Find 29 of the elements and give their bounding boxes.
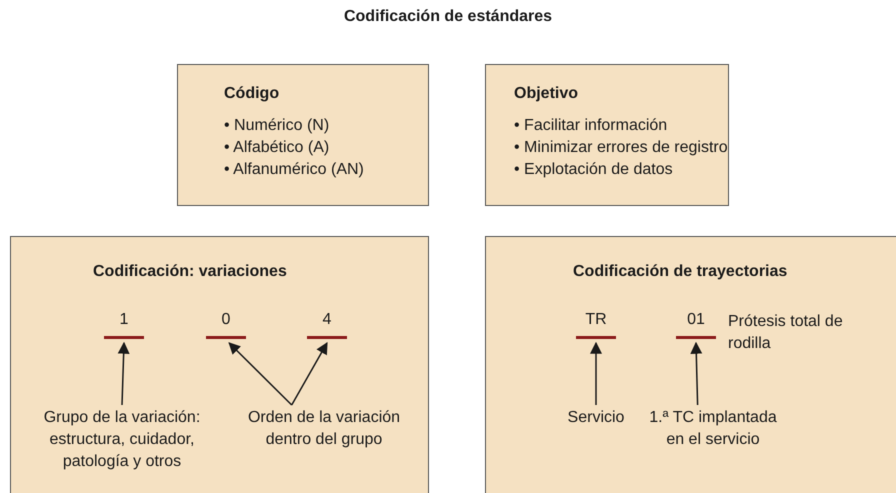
arrow [690, 342, 702, 406]
bullet-item: • Alfanumérico (AN) [224, 161, 364, 179]
box-heading: Código [224, 85, 280, 103]
code-segment: 4 [307, 311, 347, 339]
info-box [485, 236, 896, 493]
bullet-item: • Alfabético (A) [224, 139, 330, 157]
node-caption: Prótesis total de rodilla [728, 312, 844, 354]
arrow [118, 342, 130, 406]
arrow [590, 342, 602, 405]
box-heading: Codificación: variaciones [93, 263, 287, 281]
annotation-text: 1.ª TC implantada en el servicio [643, 407, 783, 451]
code-segment: TR [576, 311, 616, 339]
code-segment: 01 [676, 311, 716, 339]
annotation-text: Orden de la variación dentro del grupo [229, 407, 419, 451]
info-box [10, 236, 429, 493]
info-box [177, 64, 429, 206]
box-heading: Codificación de trayectorias [573, 263, 788, 281]
bullet-item: • Numérico (N) [224, 117, 330, 135]
box-heading: Objetivo [514, 85, 578, 103]
info-box [485, 64, 729, 206]
code-segment: 0 [206, 311, 246, 339]
bullet-item: • Explotación de datos [514, 161, 673, 179]
annotation-text: Grupo de la variación: estructura, cuidador, patología y otros [27, 407, 217, 473]
code-segment: 1 [104, 311, 144, 339]
bullet-item: • Facilitar información [514, 117, 668, 135]
arrow [291, 342, 328, 406]
bullet-item: • Minimizar errores de registro [514, 139, 728, 157]
arrow [228, 342, 292, 406]
diagram-title: Codificación de estándares [344, 8, 552, 26]
